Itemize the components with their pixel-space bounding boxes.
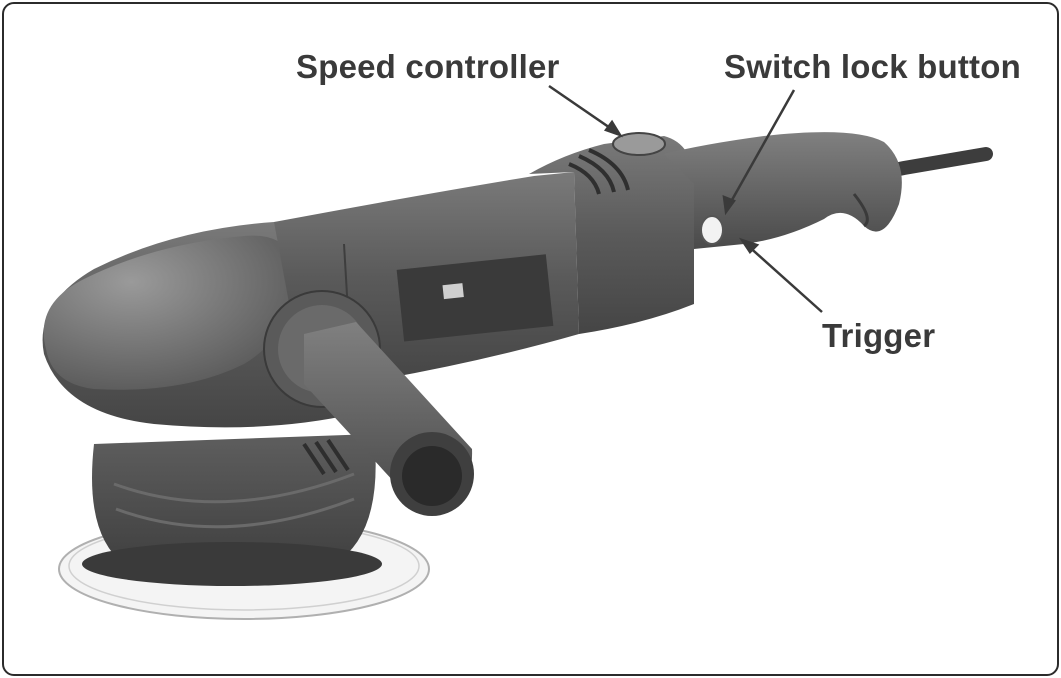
- switch-lock-button: [700, 215, 724, 245]
- label-plate: [396, 254, 554, 342]
- top-cap: [43, 235, 295, 390]
- trigger-label: Trigger: [822, 317, 936, 354]
- leader-arrow: [548, 84, 823, 313]
- vent-section: [529, 136, 694, 334]
- rear-handle: [664, 132, 902, 249]
- speed-controller-label: Speed controller: [296, 48, 560, 85]
- switch-lock-button-label: Switch lock button: [724, 48, 1021, 85]
- polisher-illustration: [42, 84, 993, 620]
- speed-controller-knob: [612, 132, 666, 156]
